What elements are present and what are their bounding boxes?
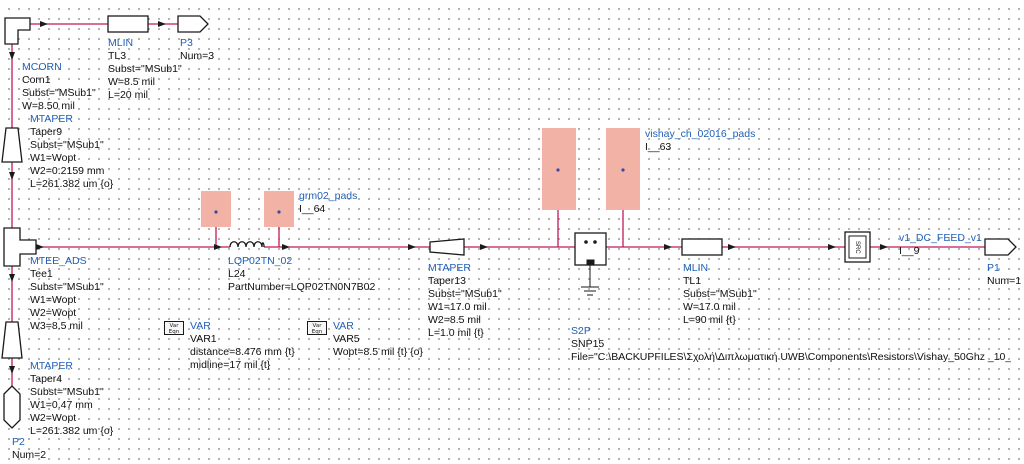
taper13-type[interactable]: MTAPER: [428, 262, 471, 274]
s2p-type[interactable]: S2P: [571, 325, 591, 337]
taper4-subst: Subst="MSub1": [30, 386, 104, 398]
taper9-w1: W1=Wopt: [30, 152, 77, 164]
mlin-tl1-type[interactable]: MLIN: [683, 262, 709, 274]
taper13-w1: W1=17.0 mil: [428, 301, 487, 313]
s2p-file: File="C:\BACKUPFILES\Σχολή\Διπλωματική U…: [571, 352, 1012, 363]
port-p2-num: Num=2: [12, 449, 47, 461]
var5-icon[interactable]: Var Eqn: [307, 321, 327, 335]
taper9-name: Taper9: [30, 126, 63, 138]
port-p1-shape: [984, 238, 1017, 256]
taper13-w2: W2=8.5 mil: [428, 314, 481, 326]
port-p2-name[interactable]: P2: [12, 436, 25, 448]
taper9-l: L=261.382 um {o}: [30, 178, 114, 190]
mlin-tl1-shape: [681, 238, 723, 256]
var1-midline: midline=17 mil {t}: [190, 359, 271, 371]
vishay-pads-type[interactable]: vishay_ch_02016_pads: [645, 128, 756, 140]
taper4-type[interactable]: MTAPER: [30, 360, 73, 372]
taper13-name: Taper13: [428, 275, 466, 287]
port-p1-name[interactable]: P1: [987, 262, 1000, 274]
taper4-l: L=261.382 um {o}: [30, 425, 114, 437]
port-p3-num: Num=3: [180, 50, 215, 62]
taper4-shape: [1, 321, 23, 359]
taper9-shape: [1, 127, 23, 163]
tee1-name: Tee1: [30, 268, 53, 280]
mlin-tl3-shape: [107, 15, 149, 33]
grm-pads-type[interactable]: grm02_pads: [299, 190, 358, 202]
mcorn-shape: [4, 17, 31, 45]
var5-wopt: Wopt=8.5 mil {t} {o}: [333, 346, 423, 358]
inductor-l24-type[interactable]: LQP02TN_02: [228, 255, 293, 267]
taper13-shape: [429, 238, 465, 256]
mlin-tl3-subst: Subst="MSub1": [108, 63, 182, 75]
tee1-type[interactable]: MTEE_ADS: [30, 255, 87, 267]
taper4-w2: W2=Wopt: [30, 412, 77, 424]
var1-distance: distance=8.476 mm {t}: [190, 346, 295, 358]
taper13-l: L=1.0 mil {t}: [428, 327, 484, 339]
mcorn-subst: Subst="MSub1": [22, 87, 96, 99]
tee1-w2: W2=Wopt: [30, 307, 77, 319]
tee1-w3: W3=8.5 mil: [30, 320, 83, 332]
var1-icon[interactable]: Var Eqn: [164, 321, 184, 335]
mlin-tl1-name: TL1: [683, 275, 702, 287]
tee1-shape: [3, 227, 37, 267]
grm-pad-left: [201, 191, 231, 227]
inductor-l24-name: L24: [228, 268, 246, 280]
taper4-w1: W1=0.47 mm: [30, 399, 93, 411]
mlin-tl1-l: L=90 mil {t}: [683, 314, 736, 326]
mlin-tl3-l: L=20 mil: [108, 89, 148, 101]
grm-pads-name: I__64: [299, 203, 326, 215]
mlin-tl1-w: W=17.0 mil: [683, 301, 736, 313]
var1-type[interactable]: VAR: [190, 320, 211, 332]
var1-name: VAR1: [190, 333, 217, 345]
taper4-name: Taper4: [30, 373, 63, 385]
tee1-w1: W1=Wopt: [30, 294, 77, 306]
mcorn-w: W=8.50 mil: [22, 100, 75, 112]
tee1-subst: Subst="MSub1": [30, 281, 104, 293]
inductor-l24-shape: [229, 241, 265, 248]
mlin-tl3-name: TL3: [108, 50, 127, 62]
dc-feed-src-label: SRC: [854, 241, 860, 254]
dc-feed-name: I__9: [899, 245, 920, 257]
port-p2-shape: [3, 385, 21, 429]
s2p-name: SNP15: [571, 338, 605, 350]
mcorn-type[interactable]: MCORN: [22, 61, 62, 73]
var5-name: VAR5: [333, 333, 360, 345]
port-p3-shape: [177, 15, 209, 33]
port-p1-num: Num=1: [987, 276, 1022, 287]
dc-feed-type[interactable]: v1_DC_FEED_v1: [899, 232, 982, 244]
taper13-subst: Subst="MSub1": [428, 288, 502, 300]
port-p3-name[interactable]: P3: [180, 37, 193, 49]
taper9-type[interactable]: MTAPER: [30, 113, 73, 125]
var5-type[interactable]: VAR: [333, 320, 354, 332]
grm-pad-right: [264, 191, 294, 227]
mlin-tl1-subst: Subst="MSub1": [683, 288, 757, 300]
inductor-l24-part: PartNumber=LQP02TN0N7B02: [228, 281, 376, 293]
taper9-w2: W2=0.2159 mm: [30, 165, 105, 177]
vishay-pads-name: I__63: [645, 141, 672, 153]
mlin-tl3-w: W=8.5 mil: [108, 76, 155, 88]
taper9-subst: Subst="MSub1": [30, 139, 104, 151]
mcorn-name: Corn1: [22, 74, 51, 86]
mlin-tl3-type[interactable]: MLIN: [108, 37, 134, 49]
